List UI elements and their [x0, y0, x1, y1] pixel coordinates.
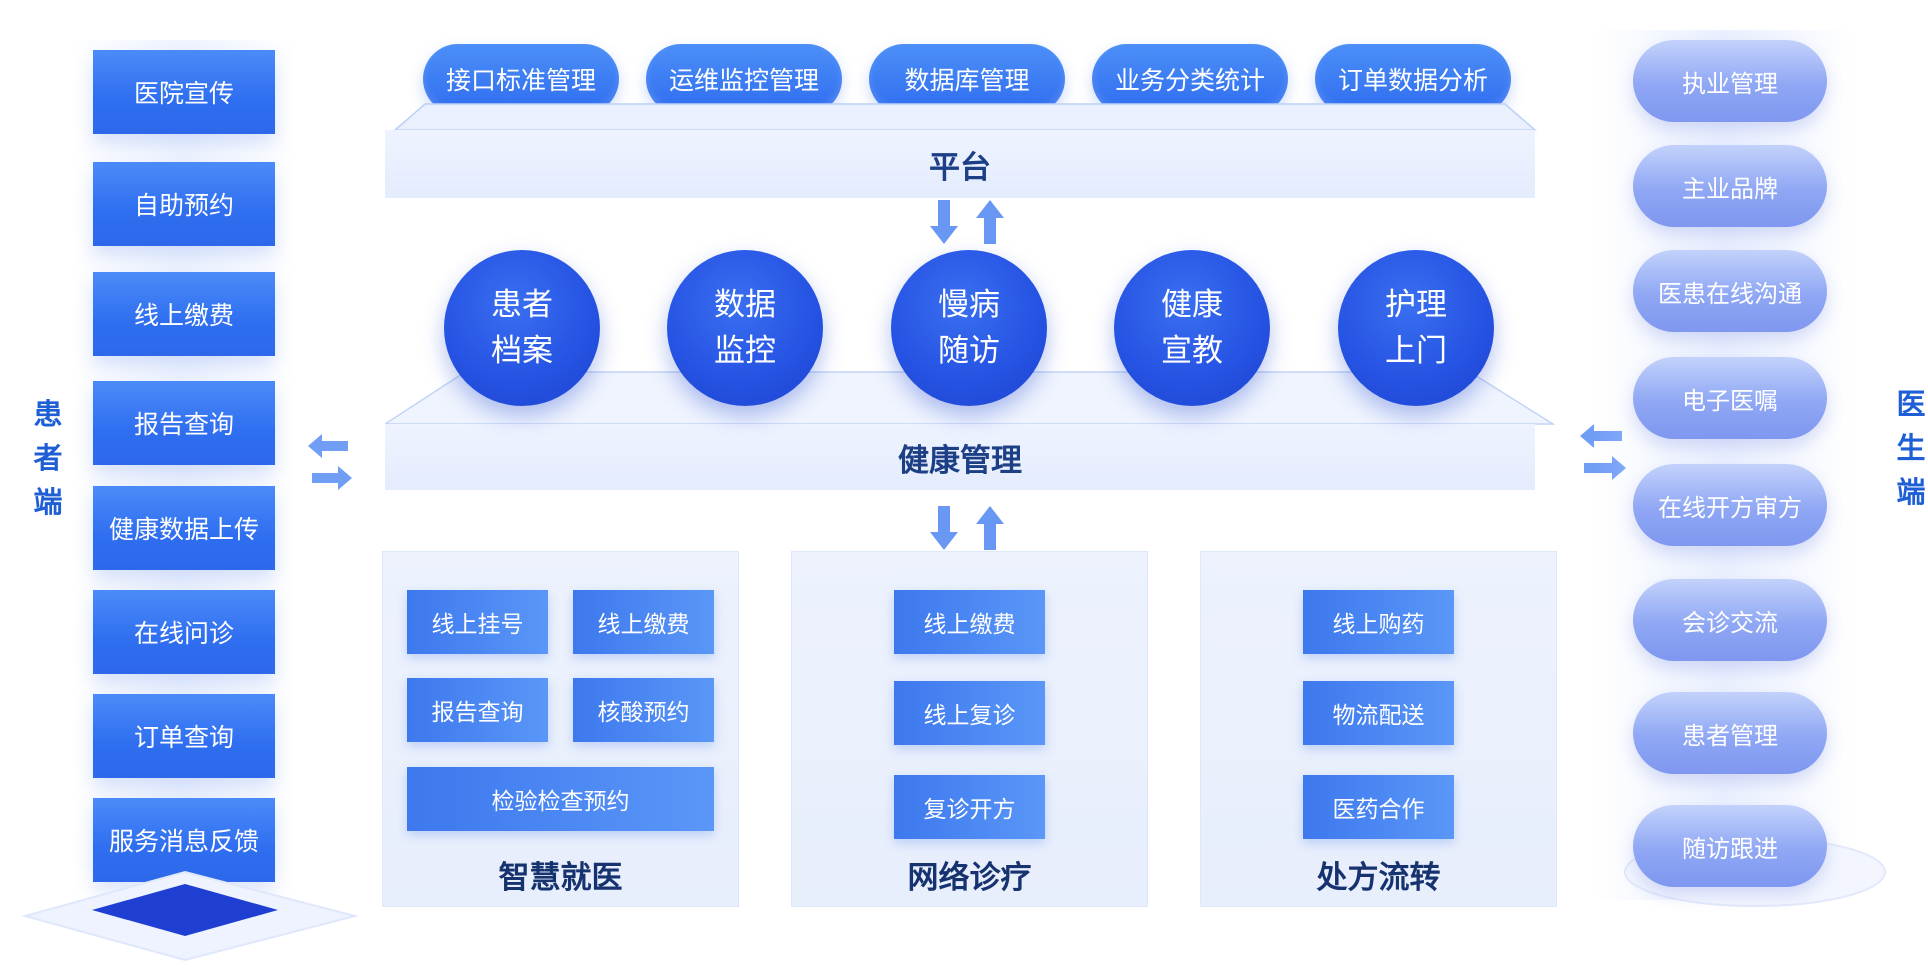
doctor-item-followup[interactable]: 随访跟进 [1633, 805, 1827, 887]
tag-order-analysis[interactable]: 订单数据分析 [1315, 44, 1511, 114]
platform-band-top-edge [392, 103, 1538, 131]
patient-item-message-feedback[interactable]: 服务消息反馈 [93, 798, 275, 882]
btn-report-query[interactable]: 报告查询 [407, 678, 548, 742]
patient-label-char: 患 [33, 397, 63, 431]
platform-exchange-arrows-icon [930, 200, 1004, 244]
circle-line: 档案 [491, 333, 553, 369]
doctor-item-patient-chat[interactable]: 医患在线沟通 [1633, 250, 1827, 332]
doctor-item-e-orders[interactable]: 电子医嘱 [1633, 357, 1827, 439]
doctor-item-practice-mgmt[interactable]: 执业管理 [1633, 40, 1827, 122]
btn-logistics[interactable]: 物流配送 [1303, 681, 1454, 745]
btn-pharma-cooperation[interactable]: 医药合作 [1303, 775, 1454, 839]
btn-online-medicine[interactable]: 线上购药 [1303, 590, 1454, 654]
patient-side-label: 患 者 端 [28, 392, 68, 524]
patient-item-report-query[interactable]: 报告查询 [93, 381, 275, 465]
patient-label-char: 端 [33, 485, 63, 519]
tag-ops-monitoring[interactable]: 运维监控管理 [646, 44, 842, 114]
tag-business-stats[interactable]: 业务分类统计 [1092, 44, 1288, 114]
patient-item-online-consult[interactable]: 在线问诊 [93, 590, 275, 674]
doctor-item-brand[interactable]: 主业品牌 [1633, 145, 1827, 227]
circle-line: 监控 [714, 333, 776, 369]
btn-lab-exam-appointment[interactable]: 检验检查预约 [407, 767, 714, 831]
circle-health-education[interactable]: 健康 宣教 [1114, 250, 1270, 406]
platform-title: 平台 [929, 149, 991, 186]
doctor-label-char: 生 [1896, 431, 1926, 465]
health-exchange-arrows-icon [930, 506, 1004, 550]
btn-online-payment-2[interactable]: 线上缴费 [894, 590, 1045, 654]
circle-line: 患者 [491, 287, 553, 323]
circle-line: 数据 [714, 287, 776, 323]
circle-line: 护理 [1385, 287, 1447, 323]
health-management-band: 健康管理 [385, 424, 1535, 490]
btn-nucleic-appointment[interactable]: 核酸预约 [573, 678, 714, 742]
circle-line: 慢病 [938, 287, 1000, 323]
doctor-item-patient-mgmt[interactable]: 患者管理 [1633, 692, 1827, 774]
panel-title-smart-medical: 智慧就医 [498, 859, 623, 896]
circle-line: 宣教 [1161, 333, 1223, 369]
btn-online-payment[interactable]: 线上缴费 [573, 590, 714, 654]
doctor-item-consultation[interactable]: 会诊交流 [1633, 579, 1827, 661]
patient-item-health-upload[interactable]: 健康数据上传 [93, 486, 275, 570]
circle-line: 随访 [938, 333, 1000, 369]
circle-home-nursing[interactable]: 护理 上门 [1338, 250, 1494, 406]
circle-line: 健康 [1161, 287, 1223, 323]
patient-exchange-arrows-icon [308, 434, 352, 490]
panel-title-prescription-flow: 处方流转 [1316, 859, 1441, 896]
patient-item-self-appointment[interactable]: 自助预约 [93, 162, 275, 246]
btn-online-revisit[interactable]: 线上复诊 [894, 681, 1045, 745]
circle-data-monitoring[interactable]: 数据 监控 [667, 250, 823, 406]
patient-item-order-query[interactable]: 订单查询 [93, 694, 275, 778]
circle-patient-records[interactable]: 患者 档案 [444, 250, 600, 406]
patient-item-online-payment[interactable]: 线上缴费 [93, 272, 275, 356]
patient-column-base [21, 870, 359, 962]
doctor-label-char: 医 [1896, 387, 1926, 421]
patient-item-hospital-promo[interactable]: 医院宣传 [93, 50, 275, 134]
health-management-title: 健康管理 [898, 442, 1022, 479]
tag-database[interactable]: 数据库管理 [869, 44, 1065, 114]
circle-chronic-followup[interactable]: 慢病 随访 [891, 250, 1047, 406]
tag-interface-standard[interactable]: 接口标准管理 [423, 44, 619, 114]
circle-line: 上门 [1385, 333, 1447, 369]
panel-title-online-diagnosis: 网络诊疗 [907, 859, 1032, 896]
btn-online-registration[interactable]: 线上挂号 [407, 590, 548, 654]
doctor-label-char: 端 [1896, 475, 1926, 509]
btn-revisit-prescription[interactable]: 复诊开方 [894, 775, 1045, 839]
doctor-side-label: 医 生 端 [1896, 382, 1926, 514]
patient-label-char: 者 [33, 441, 63, 475]
doctor-item-online-prescribe[interactable]: 在线开方审方 [1633, 464, 1827, 546]
platform-band: 平台 [385, 130, 1535, 198]
